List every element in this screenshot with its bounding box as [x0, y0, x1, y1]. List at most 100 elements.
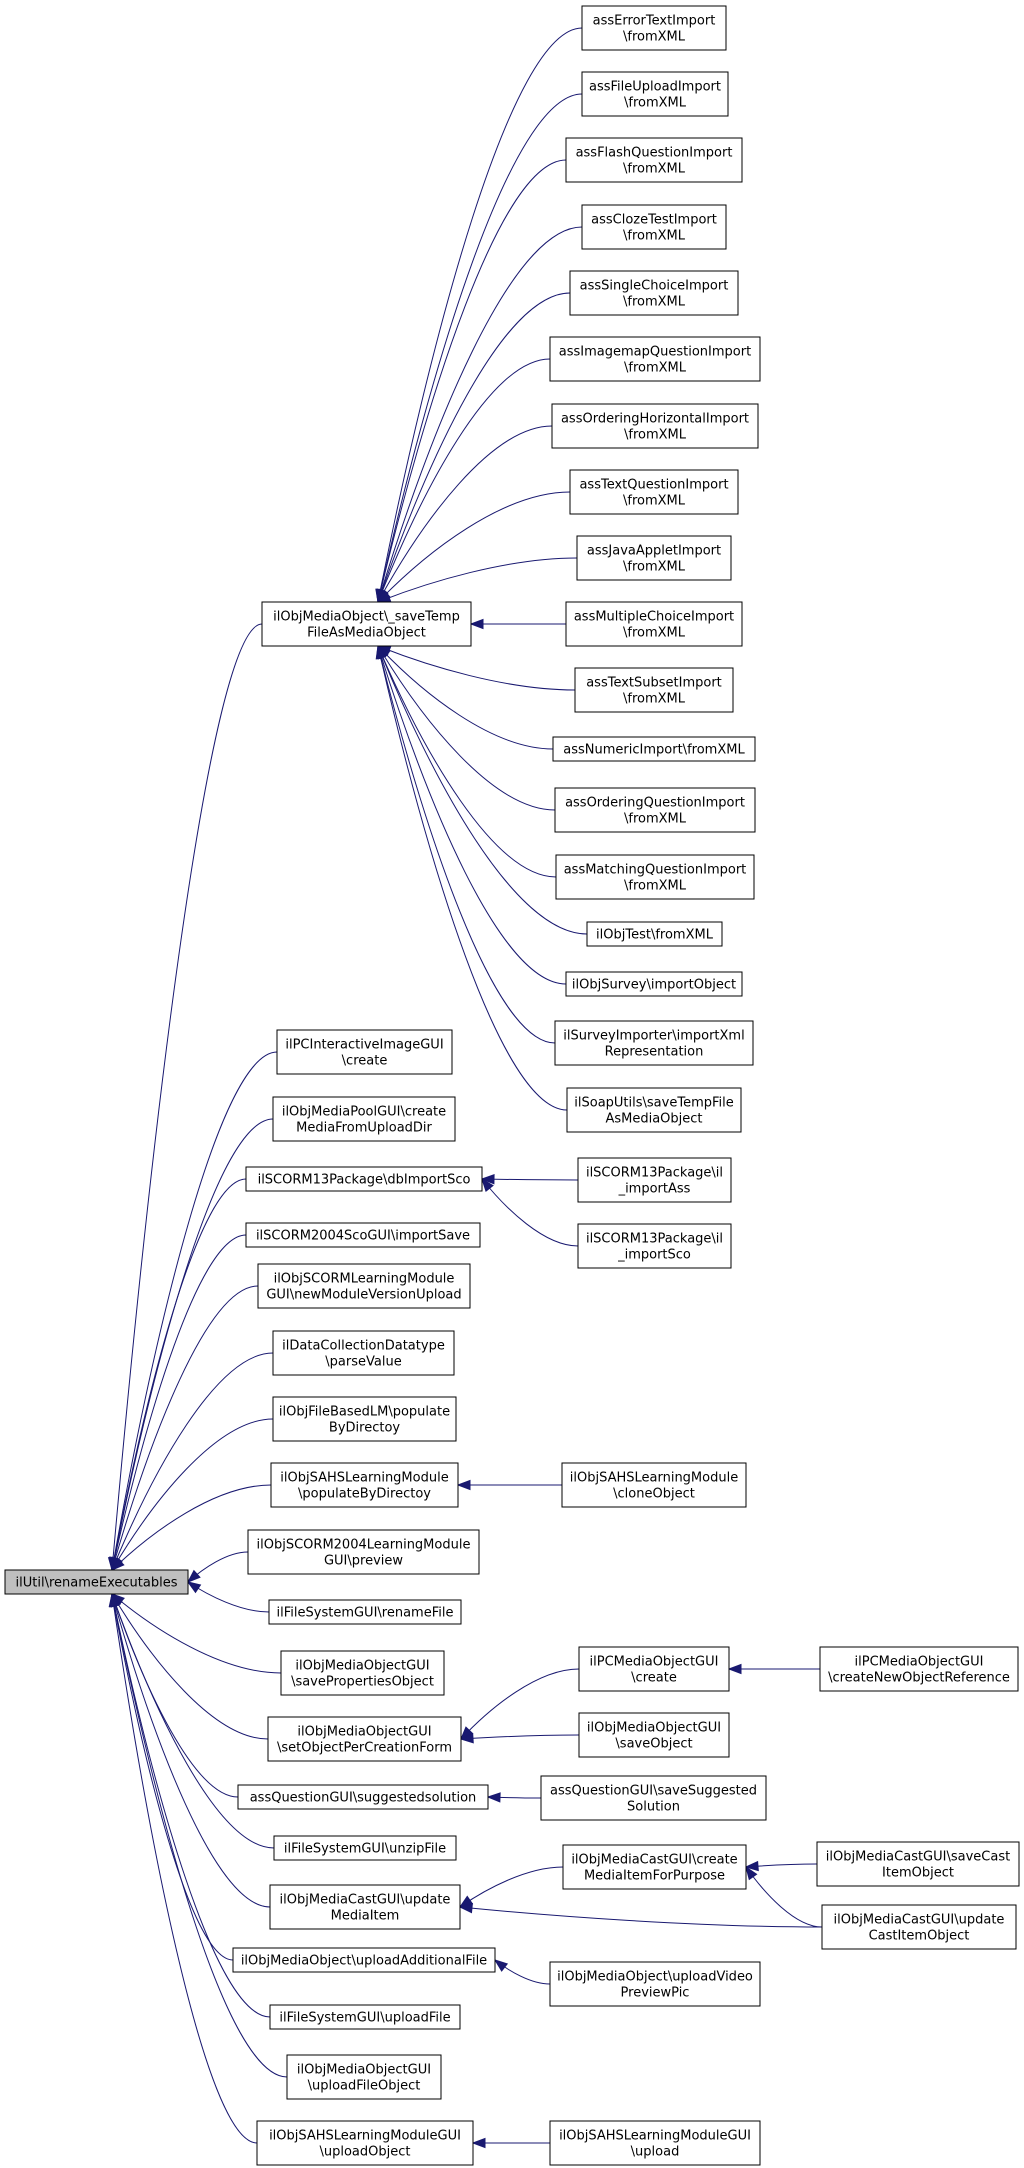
node-ordq[interactable]: assOrderingQuestionImport\fromXML: [554, 787, 756, 833]
node-label-line: ilSoapUtils\saveTempFile: [574, 1096, 733, 1111]
node-label-line: ilObjMediaCastGUI\create: [571, 1853, 737, 1868]
node-mccreate[interactable]: ilObjMediaCastGUI\createMediaItemForPurp…: [562, 1844, 747, 1890]
node-label-line: \fromXML: [623, 162, 686, 177]
node-fsunzip[interactable]: ilFileSystemGUI\unzipFile: [273, 1835, 457, 1861]
node-label-line: ilDataCollectionDatatype: [282, 1339, 445, 1354]
node-label-line: assOrderingQuestionImport: [565, 796, 745, 811]
node-s13sco[interactable]: ilSCORM13Package\il_importSco: [577, 1223, 732, 1269]
node-s2004import[interactable]: ilSCORM2004ScoGUI\importSave: [245, 1222, 481, 1248]
node-label-line: \uploadFileObject: [308, 2079, 421, 2094]
node-label-line: assMatchingQuestionImport: [564, 863, 747, 878]
node-mogsaveobj[interactable]: ilObjMediaObjectGUI\saveObject: [578, 1712, 730, 1758]
node-label-line: ilFileSystemGUI\uploadFile: [279, 2011, 450, 2026]
node-label-line: ilSCORM2004ScoGUI\importSave: [256, 1229, 470, 1244]
edge-soap-to-saveTemp: [377, 645, 568, 1111]
node-label-line: assMultipleChoiceImport: [574, 610, 734, 625]
node-label-line: MediaFromUploadDir: [296, 1121, 432, 1136]
node-multi[interactable]: assMultipleChoiceImport\fromXML: [565, 601, 743, 647]
node-label-line: \fromXML: [623, 560, 686, 575]
node-box: [554, 1020, 754, 1066]
node-flash[interactable]: assFlashQuestionImport\fromXML: [565, 137, 743, 183]
node-label-line: Solution: [627, 1800, 680, 1815]
node-box: [816, 1841, 1020, 1887]
edges-layer: [107, 27, 823, 2149]
node-box: [549, 1961, 761, 2007]
edge-sahspop-to-root: [111, 1484, 272, 1571]
node-textq[interactable]: assTextQuestionImport\fromXML: [569, 469, 739, 515]
arrowhead-s13ass-to-scorm13sco: [480, 1174, 495, 1185]
node-sahsclone[interactable]: ilObjSAHSLearningModule\cloneObject: [561, 1462, 747, 1508]
node-match[interactable]: assMatchingQuestionImport\fromXML: [555, 854, 755, 900]
node-label-line: \fromXML: [623, 494, 686, 509]
node-box: [245, 1166, 483, 1192]
node-pcimg[interactable]: ilPCInteractiveImageGUI\create: [276, 1029, 453, 1075]
node-fsupload[interactable]: ilFileSystemGUI\uploadFile: [269, 2004, 461, 2030]
node-box: [272, 1096, 456, 1142]
edge-mcupd-to-root: [111, 1593, 271, 1908]
arrowhead-sahsguiup-to-root: [108, 1592, 119, 1608]
node-survey[interactable]: ilObjSurvey\importObject: [565, 971, 743, 997]
node-imagemap[interactable]: assImagemapQuestionImport\fromXML: [549, 336, 761, 382]
edge-sahsguiup-to-root: [111, 1593, 258, 2144]
node-label-line: \upload: [631, 2145, 680, 2160]
node-label-line: \saveObject: [615, 1737, 692, 1752]
node-pcmcreate[interactable]: ilPCMediaObjectGUI\create: [578, 1646, 730, 1692]
node-box: [269, 2004, 461, 2030]
node-subset[interactable]: assTextSubsetImport\fromXML: [574, 667, 734, 713]
node-scorm13sco[interactable]: ilSCORM13Package\dbImportSco: [245, 1166, 483, 1192]
edge-pcmcreate-to-mogset: [460, 1668, 580, 1740]
node-box: [268, 1599, 462, 1625]
node-label-line: ilObjSAHSLearningModule: [570, 1471, 738, 1486]
node-objtest[interactable]: ilObjTest\fromXML: [586, 921, 723, 947]
node-sahspop[interactable]: ilObjSAHSLearningModule\populateByDirect…: [270, 1462, 459, 1508]
node-pcmnewref[interactable]: ilPCMediaObjectGUI\createNewObjectRefere…: [819, 1646, 1019, 1692]
node-filebased[interactable]: ilObjFileBasedLM\populateByDirectoy: [272, 1396, 457, 1442]
arrowhead-mcupdcast-to-mccreate: [745, 1865, 758, 1881]
node-mogupfile[interactable]: ilObjMediaObjectGUI\uploadFileObject: [286, 2054, 442, 2100]
edge-surveyimp-to-saveTemp: [377, 645, 556, 1044]
node-single[interactable]: assSingleChoiceImport\fromXML: [569, 270, 739, 316]
node-asssugg[interactable]: assQuestionGUI\suggestedsolution: [237, 1784, 489, 1810]
node-fsrename[interactable]: ilFileSystemGUI\renameFile: [268, 1599, 462, 1625]
node-mpool[interactable]: ilObjMediaPoolGUI\createMediaFromUploadD…: [272, 1096, 456, 1142]
node-label-line: ilObjMediaObjectGUI: [587, 1721, 721, 1736]
node-saveTemp[interactable]: ilObjMediaObject\_saveTempFileAsMediaObj…: [261, 601, 472, 647]
edge-objtest-to-saveTemp: [377, 645, 588, 935]
node-box: [565, 601, 743, 647]
node-box: [551, 403, 759, 449]
edge-mcupdcast-to-mcupd: [459, 1906, 823, 1928]
node-s13ass[interactable]: ilSCORM13Package\il_importAss: [577, 1157, 732, 1203]
node-mogsave[interactable]: ilObjMediaObjectGUI\savePropertiesObject: [280, 1650, 445, 1696]
node-label-line: assOrderingHorizontalImport: [561, 412, 749, 427]
node-label-line: ByDirectoy: [329, 1421, 400, 1436]
node-fileup[interactable]: assFileUploadImport\fromXML: [581, 71, 729, 117]
node-ordhoriz[interactable]: assOrderingHorizontalImport\fromXML: [551, 403, 759, 449]
node-box: [565, 137, 743, 183]
node-mogset[interactable]: ilObjMediaObjectGUI\setObjectPerCreation…: [267, 1716, 462, 1762]
edge-flash-to-saveTemp: [377, 159, 567, 603]
node-label-line: PreviewPic: [621, 1986, 690, 2001]
node-label-line: \savePropertiesObject: [291, 1675, 434, 1690]
node-java[interactable]: assJavaAppletImport\fromXML: [576, 535, 732, 581]
node-scormlm[interactable]: ilObjSCORMLearningModuleGUI\newModuleVer…: [257, 1263, 471, 1309]
node-sahsupload[interactable]: ilObjSAHSLearningModuleGUI\upload: [549, 2120, 761, 2166]
node-box: [581, 71, 729, 117]
node-cloze[interactable]: assClozeTestImport\fromXML: [581, 204, 727, 250]
node-sahsguiup[interactable]: ilObjSAHSLearningModuleGUI\uploadObject: [256, 2120, 474, 2166]
edge-mogupfile-to-root: [111, 1593, 288, 2078]
node-err[interactable]: assErrorTextImport\fromXML: [581, 5, 727, 51]
node-label-line: assImagemapQuestionImport: [559, 345, 751, 360]
node-datacoll[interactable]: ilDataCollectionDatatype\parseValue: [272, 1330, 455, 1376]
node-numeric[interactable]: assNumericImport\fromXML: [552, 736, 756, 762]
root-node[interactable]: ilUtil\renameExecutables: [4, 1569, 189, 1595]
node-moaddl[interactable]: ilObjMediaObject\uploadAdditionalFile: [232, 1947, 496, 1973]
